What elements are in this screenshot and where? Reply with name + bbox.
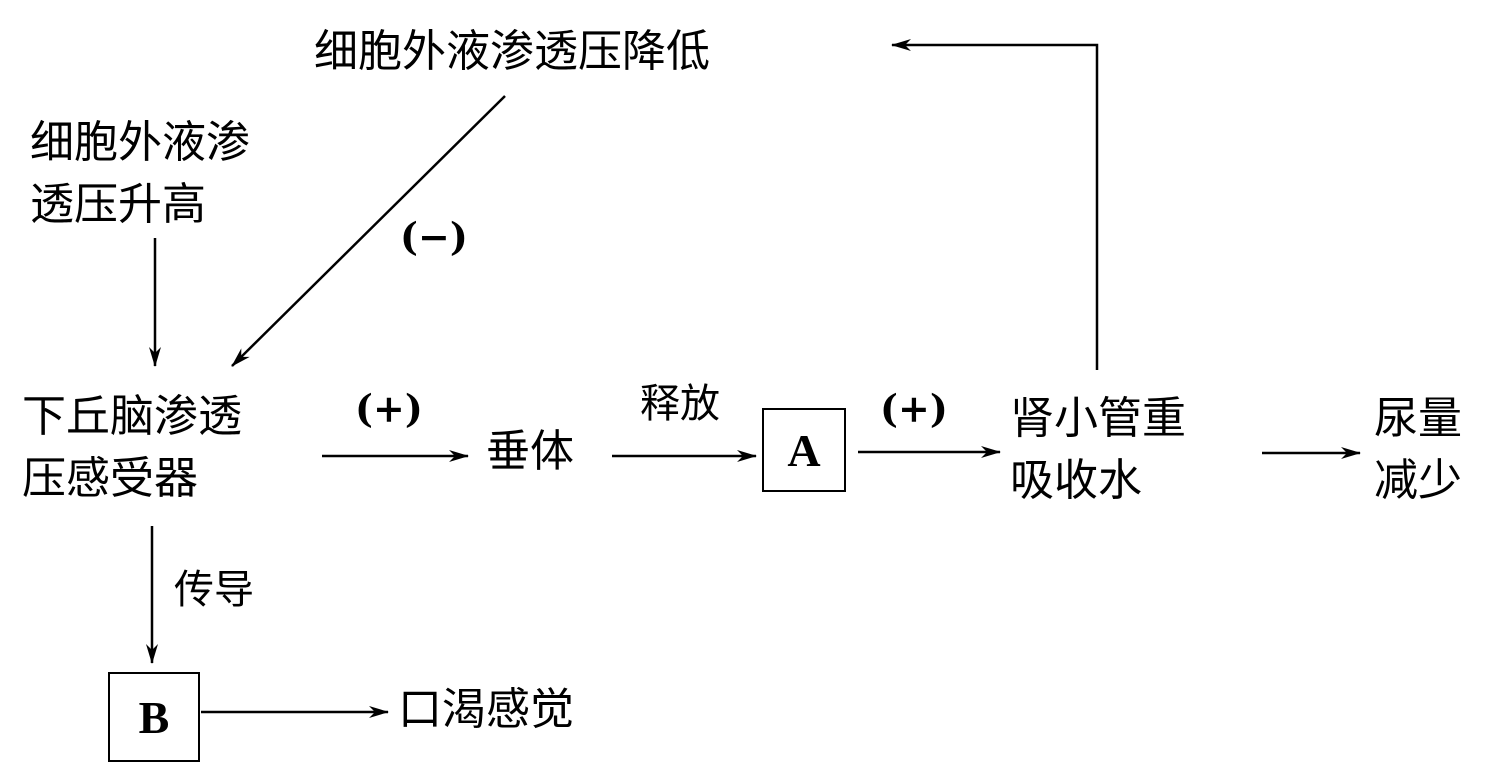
arrow-low-to-hypothalamus: [231, 95, 506, 367]
arrow-kidney-to-low: [891, 39, 1099, 370]
node-osmolarity-low: 细胞外液渗透压降低: [314, 26, 710, 77]
node-pituitary: 垂体: [486, 426, 574, 477]
node-box-a: A: [762, 408, 846, 492]
label-positive-hypothalamus: (+): [355, 386, 423, 431]
node-urine-decrease: 尿量 减少: [1374, 393, 1462, 506]
label-positive-a: (+): [880, 386, 948, 431]
label-conduct: 传导: [174, 567, 254, 613]
node-kidney-reabsorption: 肾小管重 吸收水: [1010, 393, 1186, 506]
node-hypothalamus-receptor: 下丘脑渗透 压感受器: [22, 391, 242, 504]
node-thirst: 口渴感觉: [398, 684, 574, 735]
node-osmolarity-high: 细胞外液渗 透压升高: [30, 117, 250, 230]
label-release: 释放: [640, 381, 720, 427]
label-negative-feedback: (−): [400, 214, 468, 259]
node-box-b: B: [108, 672, 200, 762]
